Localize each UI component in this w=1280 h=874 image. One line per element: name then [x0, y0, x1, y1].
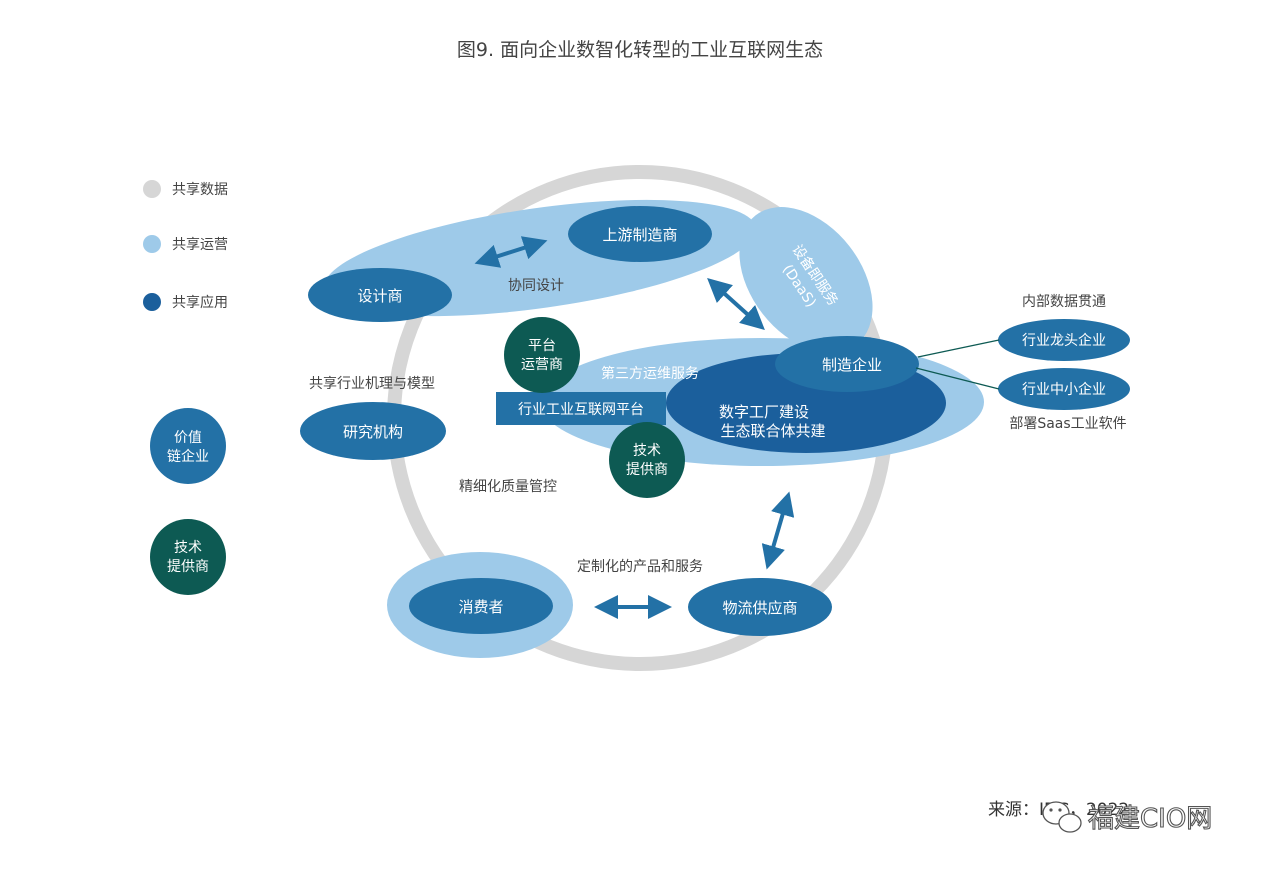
label-internal-data: 内部数据贯通	[1022, 294, 1106, 310]
svg-text:物流供应商: 物流供应商	[722, 599, 797, 617]
industry-platform-box: 行业工业互联网平台	[496, 392, 666, 425]
logistics-node: 物流供应商	[688, 578, 832, 636]
legend-label-shared-data: 共享数据	[172, 181, 228, 198]
connector-sme	[915, 367, 1000, 390]
arrow-upstream-manufacturer	[707, 277, 765, 331]
svg-text:链企业: 链企业	[167, 448, 209, 465]
legend-swatch-shared-data	[143, 180, 161, 198]
platform-operator-node: 平台 运营商	[504, 317, 580, 393]
svg-text:消费者: 消费者	[458, 598, 503, 616]
leader-enterprise-node: 行业龙头企业	[998, 319, 1130, 361]
svg-text:制造企业: 制造企业	[822, 356, 882, 374]
designer-node: 设计商	[308, 268, 452, 322]
svg-text:提供商: 提供商	[626, 462, 668, 478]
svg-text:行业龙头企业: 行业龙头企业	[1022, 332, 1106, 349]
arrows	[474, 236, 795, 619]
svg-text:平台: 平台	[528, 338, 556, 354]
label-shared-mechanism: 共享行业机理与模型	[309, 375, 435, 392]
legend-swatch-shared-apps	[143, 293, 161, 311]
legend: 共享数据 共享运营 共享应用	[143, 180, 228, 311]
diagram-title: 图9. 面向企业数智化转型的工业互联网生态	[457, 39, 823, 61]
svg-text:运营商: 运营商	[521, 357, 563, 373]
watermark-text: 福建CIO网	[1088, 804, 1212, 834]
svg-text:生态联合体共建: 生态联合体共建	[720, 422, 825, 440]
sme-enterprise-node: 行业中小企业	[998, 368, 1130, 410]
svg-text:数字工厂建设: 数字工厂建设	[719, 403, 809, 421]
arrow-designer-upstream	[474, 236, 548, 268]
svg-text:技术: 技术	[174, 540, 202, 556]
arrow-manufacturer-logistics	[761, 491, 795, 570]
upstream-manufacturer-node: 上游制造商	[568, 206, 712, 262]
svg-text:技术: 技术	[633, 443, 661, 459]
daas-region	[739, 207, 873, 353]
tech-provider-node: 技术 提供商	[609, 422, 685, 498]
legend-label-shared-apps: 共享应用	[172, 294, 228, 311]
label-custom-products: 定制化的产品和服务	[577, 559, 703, 575]
svg-text:上游制造商: 上游制造商	[602, 226, 677, 244]
wechat-icon	[1042, 801, 1082, 833]
svg-text:设计商: 设计商	[357, 287, 402, 305]
research-institute-node: 研究机构	[300, 402, 446, 460]
svg-text:行业工业互联网平台: 行业工业互联网平台	[518, 402, 644, 418]
svg-text:研究机构: 研究机构	[343, 423, 403, 441]
consumer-node: 消费者	[409, 578, 553, 634]
legend-swatch-shared-ops	[143, 235, 161, 253]
svg-text:行业中小企业: 行业中小企业	[1022, 381, 1106, 398]
label-quality-control: 精细化质量管控	[459, 479, 557, 495]
side-node-value-chain: 价值 链企业	[150, 408, 226, 484]
svg-text:价值: 价值	[174, 430, 202, 446]
connector-leader	[917, 339, 1000, 358]
label-saas: 部署Saas工业软件	[1009, 416, 1126, 432]
manufacturer-node: 制造企业	[775, 336, 919, 392]
label-third-party: 第三方运维服务	[601, 365, 699, 382]
svg-text:提供商: 提供商	[167, 559, 209, 575]
legend-label-shared-ops: 共享运营	[172, 236, 228, 253]
side-node-tech-provider: 技术 提供商	[150, 519, 226, 595]
label-collab-design: 协同设计	[508, 278, 564, 294]
